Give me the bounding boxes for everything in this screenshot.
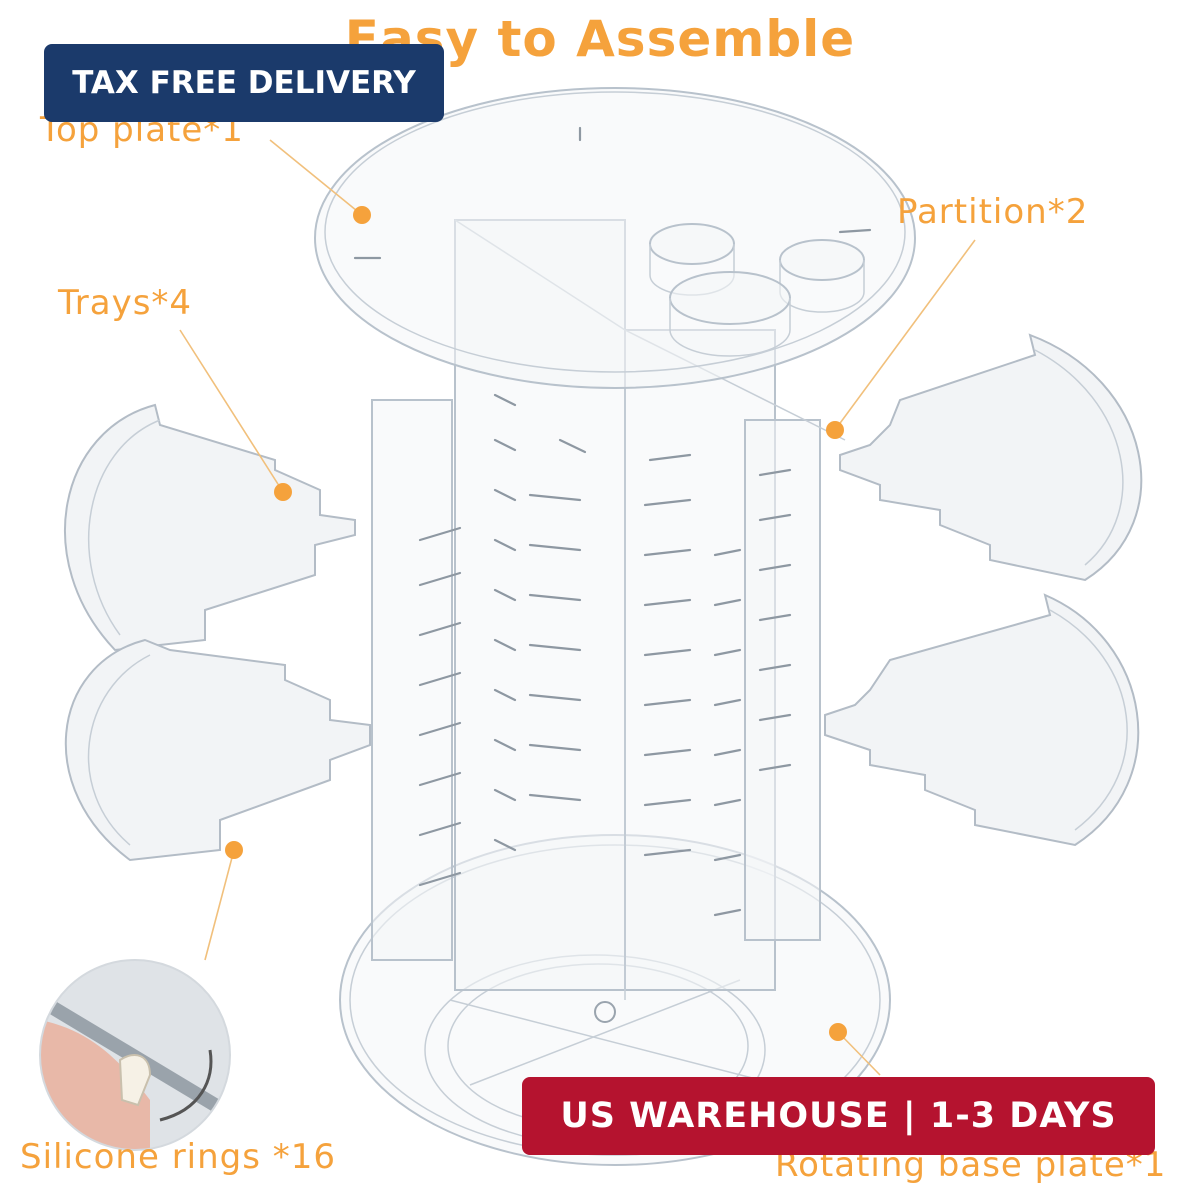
tray-left-top [64, 403, 356, 652]
tray-right-top [839, 333, 1143, 582]
silicone-ring-inset [39, 959, 231, 1151]
callout-silicone-rings: Silicone rings *16 [20, 1137, 337, 1177]
leader-lines [179, 139, 976, 1076]
us-warehouse-badge: US WAREHOUSE | 1-3 DAYS [522, 1077, 1155, 1155]
callout-trays: Trays*4 [58, 283, 193, 323]
callout-partition: Partition*2 [897, 192, 1089, 232]
top-plate [314, 87, 916, 389]
tray-right-bottom [824, 593, 1140, 847]
peg-slots [418, 393, 792, 917]
tax-free-delivery-badge: TAX FREE DELIVERY [44, 44, 444, 122]
tray-left-bottom [64, 638, 371, 862]
